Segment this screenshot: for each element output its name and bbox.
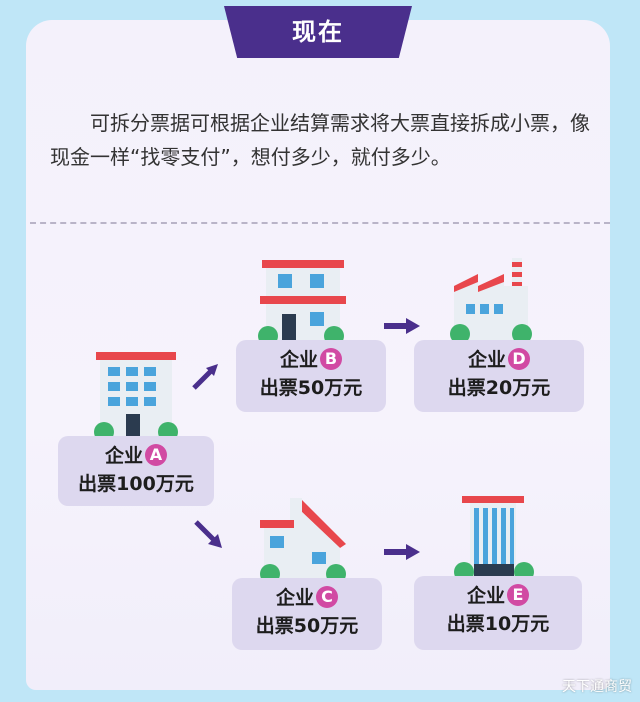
building-b-icon [258,260,346,344]
arrow-b-to-d-icon [384,318,420,334]
company-c-badge: C [316,585,338,608]
description-text: 可拆分票据可根据企业结算需求将大票直接拆成小票，像现金一样“找零支付”，想付多少… [50,111,590,169]
header-tab: 现在 [224,6,412,58]
company-c-name: 企业 [275,587,314,609]
company-e-amount: 出票10万元 [446,613,550,635]
arrow-a-to-b-icon [192,364,218,390]
company-c-amount: 出票50万元 [255,615,359,637]
company-a-amount: 出票100万元 [78,473,194,495]
company-d-amount: 出票20万元 [447,377,551,399]
company-a-name: 企业 [104,445,143,467]
company-d-badge: D [508,347,530,370]
company-b-badge: B [320,347,342,370]
page-title: 现在 [292,18,344,46]
company-b-amount: 出票50万元 [259,377,363,399]
dashed-divider [30,222,610,224]
company-a-badge: A [145,443,167,466]
watermark: 天下通商贸 [562,679,632,695]
building-d-icon [450,258,532,342]
arrow-c-to-e-icon [384,544,420,560]
arrow-a-to-c-icon [194,520,222,548]
company-e-name: 企业 [466,585,505,607]
company-e-badge: E [507,583,529,606]
company-b-name: 企业 [279,349,318,371]
building-a-icon [94,352,178,440]
company-d-name: 企业 [467,349,506,371]
building-c-icon [260,498,346,582]
building-e-icon [454,496,534,580]
